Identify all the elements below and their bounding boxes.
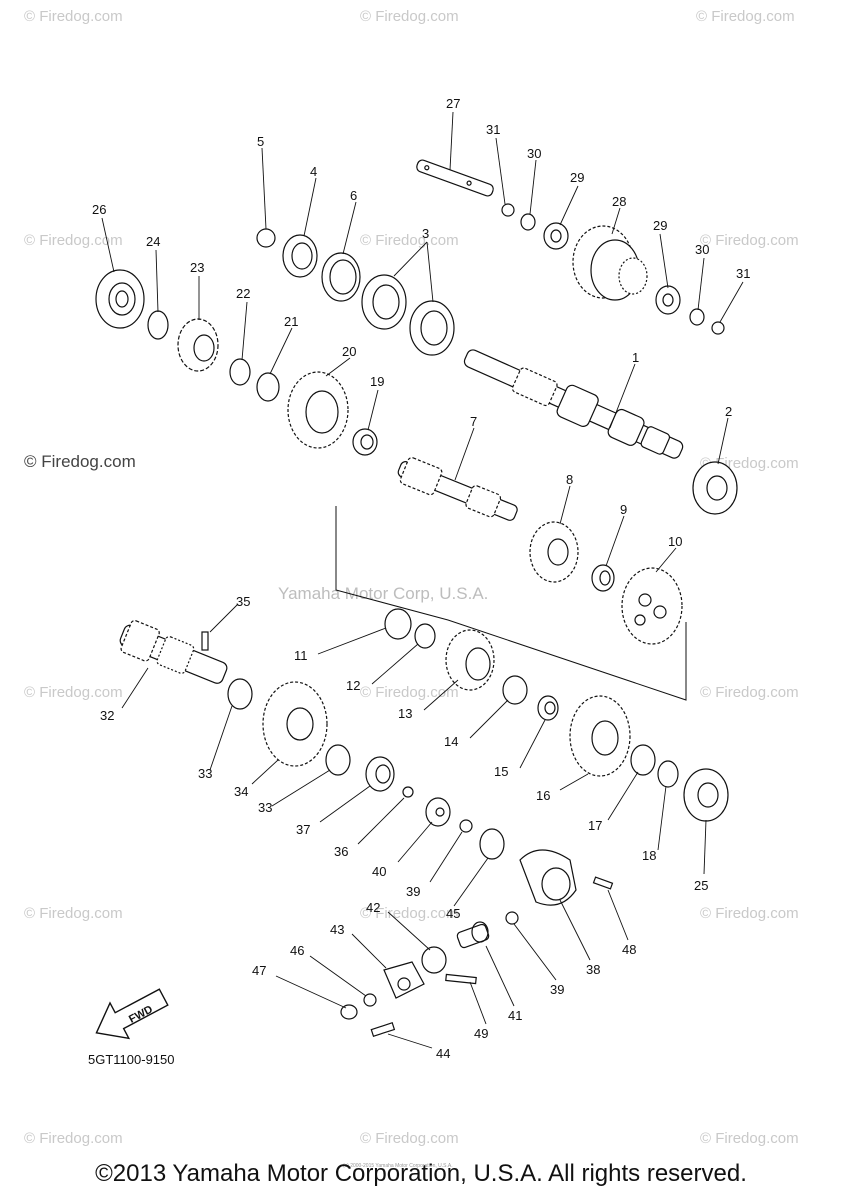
callout-27: 27 (446, 96, 460, 111)
callout-15: 15 (494, 764, 508, 779)
watermark: © Firedog.com (360, 232, 459, 249)
leader-lines (101, 111, 744, 1049)
watermark: © Firedog.com (360, 1130, 459, 1147)
watermark: © Firedog.com (24, 452, 136, 471)
callout-14: 14 (444, 734, 458, 749)
callout-38: 38 (586, 962, 600, 977)
watermark: © Firedog.com (24, 684, 123, 701)
callout-9: 9 (620, 502, 627, 517)
callout-19: 19 (370, 374, 384, 389)
callout-39: 39 (550, 982, 564, 997)
callout-labels: 27 31 30 29 28 29 30 31 5 4 6 3 26 24 23… (92, 96, 750, 1061)
copyright-footer: ©2013 Yamaha Motor Corporation, U.S.A. A… (95, 1160, 747, 1187)
watermark: © Firedog.com (700, 232, 799, 249)
callout-26: 26 (92, 202, 106, 217)
callout-35: 35 (236, 594, 250, 609)
callout-45: 45 (446, 906, 460, 921)
callout-1: 1 (632, 350, 639, 365)
center-watermark: Yamaha Motor Corp, U.S.A. (278, 584, 489, 603)
part-shapes: FWD (95, 159, 738, 1040)
watermark: © Firedog.com (360, 684, 459, 701)
callout-43: 43 (330, 922, 344, 937)
callout-31: 31 (486, 122, 500, 137)
callout-6: 6 (350, 188, 357, 203)
callout-13: 13 (398, 706, 412, 721)
watermark: © Firedog.com (700, 1130, 799, 1147)
callout-7: 7 (470, 414, 477, 429)
callout-34: 34 (234, 784, 248, 799)
callout-17: 17 (588, 818, 602, 833)
fine-print: (c) 2000-2015 Yamaha Motor Corporation, … (343, 1163, 453, 1169)
watermark: © Firedog.com (696, 8, 795, 25)
callout-29: 29 (570, 170, 584, 185)
callout-10: 10 (668, 534, 682, 549)
callout-3: 3 (422, 226, 429, 241)
watermark: © Firedog.com (700, 905, 799, 922)
callout-49: 49 (474, 1026, 488, 1041)
callout-47: 47 (252, 963, 266, 978)
callout-25: 25 (694, 878, 708, 893)
callout-33: 33 (258, 800, 272, 815)
callout-5: 5 (257, 134, 264, 149)
callout-33: 33 (198, 766, 212, 781)
callout-28: 28 (612, 194, 626, 209)
watermark: © Firedog.com (360, 905, 459, 922)
callout-23: 23 (190, 260, 204, 275)
callout-22: 22 (236, 286, 250, 301)
callout-46: 46 (290, 943, 304, 958)
watermark: © Firedog.com (24, 8, 123, 25)
watermark: © Firedog.com (24, 1130, 123, 1147)
callout-4: 4 (310, 164, 317, 179)
callout-24: 24 (146, 234, 160, 249)
diagram-part-code: 5GT1100-9150 (88, 1052, 175, 1067)
callout-44: 44 (436, 1046, 450, 1061)
watermark: © Firedog.com (360, 8, 459, 25)
callout-32: 32 (100, 708, 114, 723)
callout-48: 48 (622, 942, 636, 957)
callout-41: 41 (508, 1008, 522, 1023)
callout-37: 37 (296, 822, 310, 837)
callout-42: 42 (366, 900, 380, 915)
watermark: © Firedog.com (700, 684, 799, 701)
callout-29: 29 (653, 218, 667, 233)
callout-30: 30 (527, 146, 541, 161)
callout-39: 39 (406, 884, 420, 899)
callout-31: 31 (736, 266, 750, 281)
callout-16: 16 (536, 788, 550, 803)
callout-18: 18 (642, 848, 656, 863)
callout-30: 30 (695, 242, 709, 257)
callout-40: 40 (372, 864, 386, 879)
callout-11: 11 (294, 648, 308, 663)
watermark: © Firedog.com (24, 232, 123, 249)
callout-12: 12 (346, 678, 360, 693)
watermark: © Firedog.com (24, 905, 123, 922)
callout-8: 8 (566, 472, 573, 487)
callout-36: 36 (334, 844, 348, 859)
callout-20: 20 (342, 344, 356, 359)
callout-2: 2 (725, 404, 732, 419)
callout-21: 21 (284, 314, 298, 329)
